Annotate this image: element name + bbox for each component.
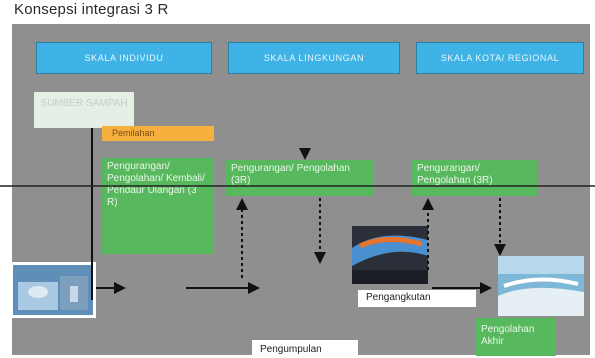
scale-lingkungan: SKALA LINGKUNGAN <box>228 42 400 74</box>
pengumpulan-label: Pengumpulan <box>252 340 358 358</box>
box-3r-kota: Pengurangan/ Pengolahan (3R) <box>412 160 538 196</box>
pengangkutan-label: Pengangkutan <box>358 290 476 307</box>
source-sampah-box: SUMBER SAMPAH <box>34 92 134 128</box>
box-3r-individu: Pengurangan/ Pengolahan/ Kembali/ Pendau… <box>102 158 214 254</box>
scale-individu: SKALA INDIVIDU <box>36 42 212 74</box>
transport-truck-image <box>352 226 428 284</box>
scale-kota-regional: SKALA KOTA/ REGIONAL <box>416 42 584 74</box>
pemilahan-label: Pemilahan <box>102 126 214 141</box>
box-3r-lingkungan: Pengurangan/ Pengolahan (3R) <box>226 160 374 196</box>
box-pengolahan-akhir: Pengolahan Akhir <box>476 318 556 356</box>
final-processing-image <box>498 256 584 316</box>
household-waste-image <box>10 262 96 318</box>
page-title: Konsepsi integrasi 3 R <box>14 1 169 18</box>
